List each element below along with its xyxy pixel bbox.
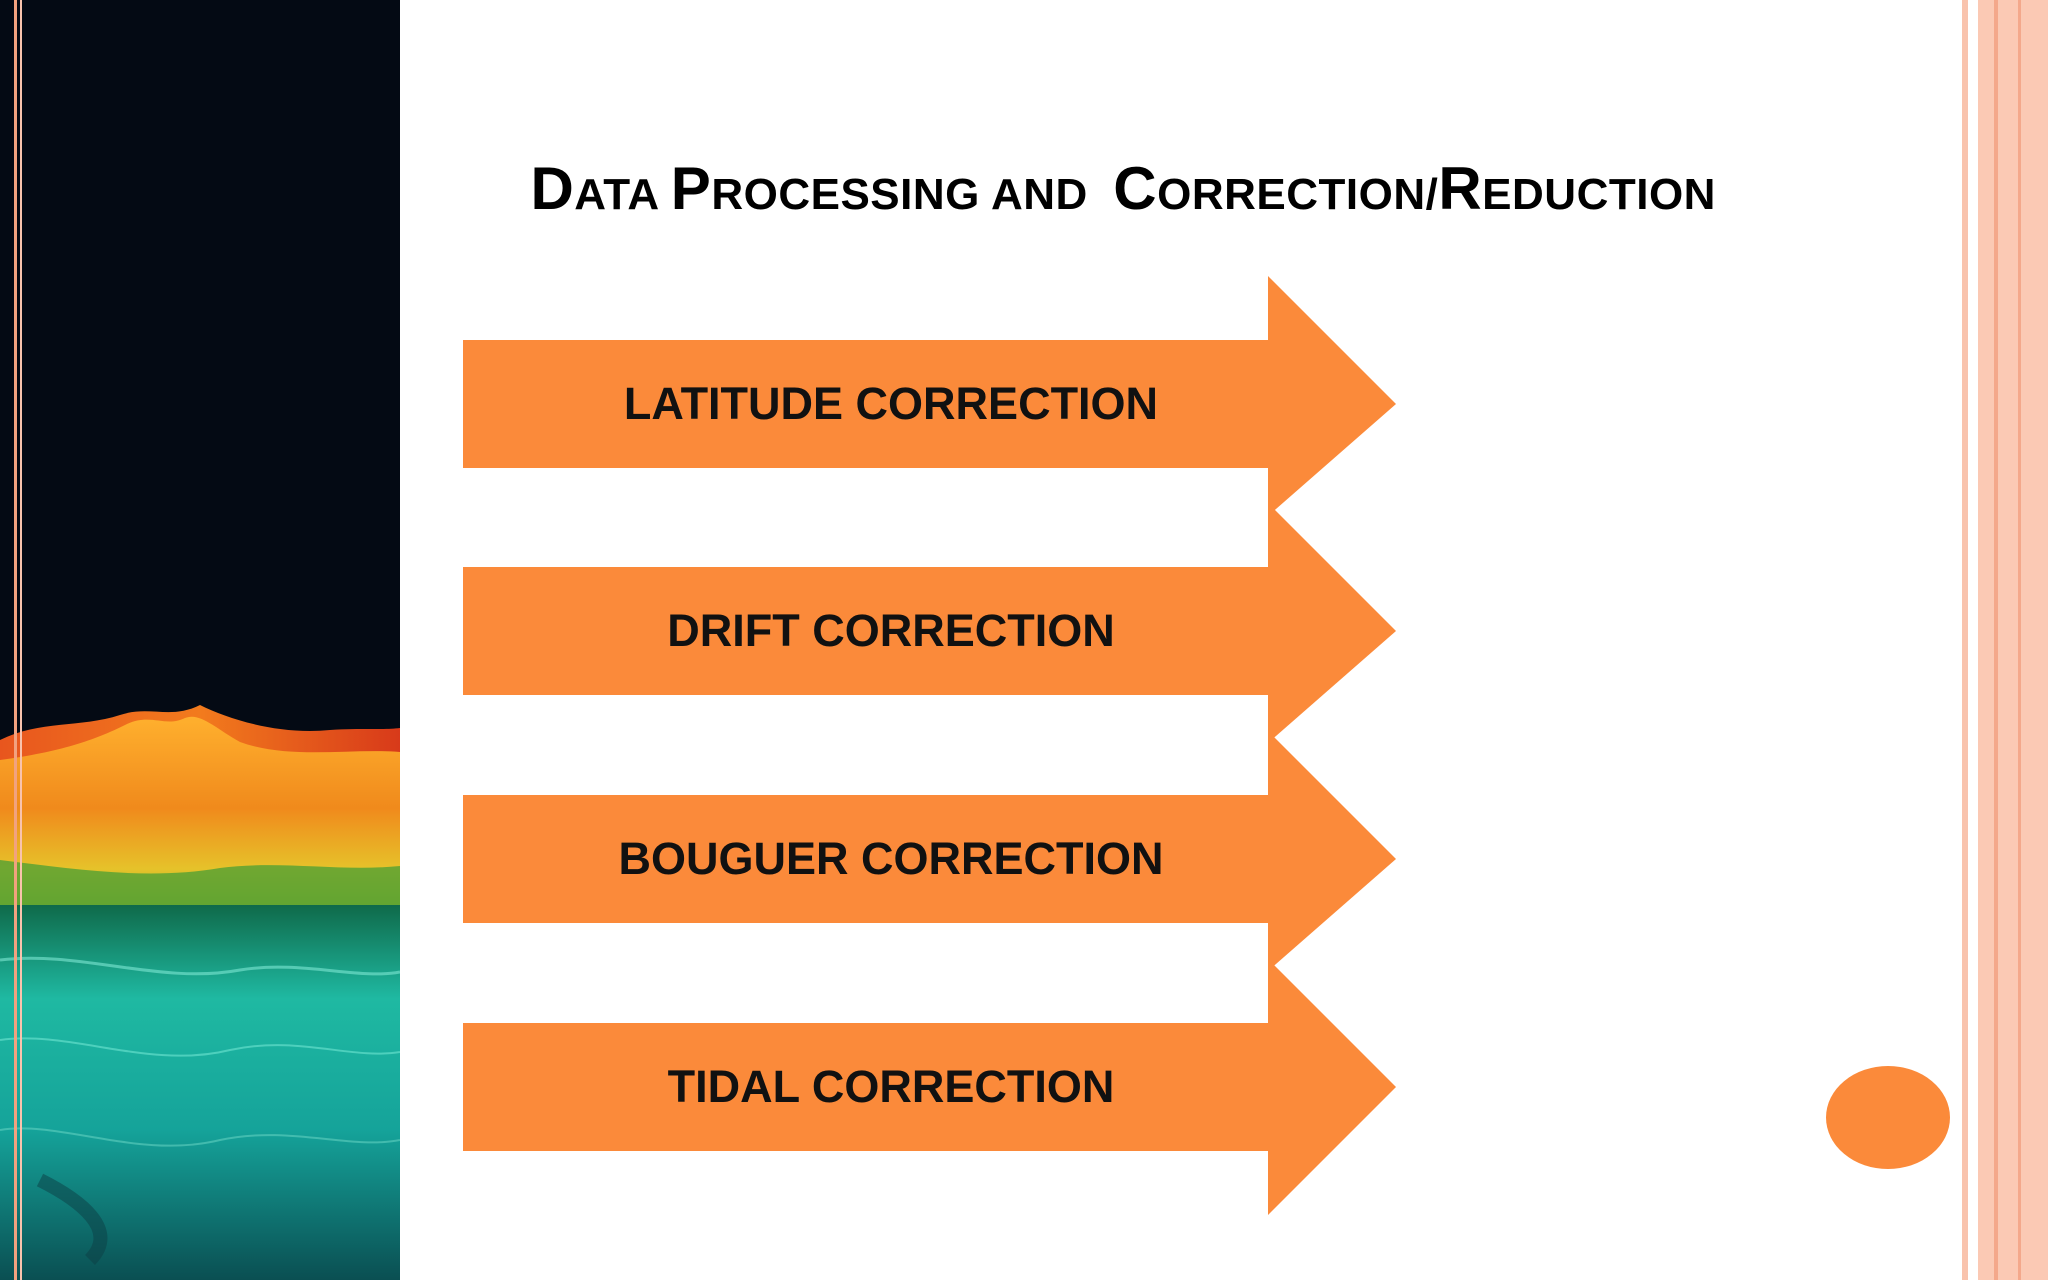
step-label: BOUGUER CORRECTION xyxy=(618,833,1164,884)
right-border-line xyxy=(1962,0,1968,1280)
right-arrow-icon xyxy=(463,959,1396,1215)
title-part: CORRECTION/ xyxy=(1113,155,1439,222)
title-part: DATA xyxy=(530,155,671,222)
step-arrow-latitude: LATITUDE CORRECTION xyxy=(463,276,1397,516)
left-border-line xyxy=(20,0,22,1280)
right-arrow-icon xyxy=(463,731,1396,971)
right-border-line xyxy=(2018,0,2021,1280)
right-arrow-icon xyxy=(463,503,1396,743)
step-arrow-tidal: TIDAL CORRECTION xyxy=(463,959,1397,1215)
right-arrow-icon xyxy=(463,276,1396,516)
title-part: PROCESSING AND xyxy=(670,155,1114,222)
left-border-line xyxy=(14,0,17,1280)
right-border-line xyxy=(1994,0,1998,1280)
step-label: DRIFT CORRECTION xyxy=(667,605,1115,656)
title-part: REDUCTION xyxy=(1438,155,1716,222)
step-label: TIDAL CORRECTION xyxy=(667,1061,1115,1112)
step-arrow-drift: DRIFT CORRECTION xyxy=(463,503,1397,743)
slide-title: DATA PROCESSING AND CORRECTION/REDUCTION xyxy=(505,104,1925,223)
step-label: LATITUDE CORRECTION xyxy=(623,378,1159,429)
terrain-image-panel xyxy=(0,0,400,1280)
accent-circle xyxy=(1826,1066,1950,1169)
step-arrow-bouguer: BOUGUER CORRECTION xyxy=(463,731,1397,971)
gravity-anomaly-terrain-image xyxy=(0,0,400,1280)
right-border-line xyxy=(1978,0,2048,1280)
